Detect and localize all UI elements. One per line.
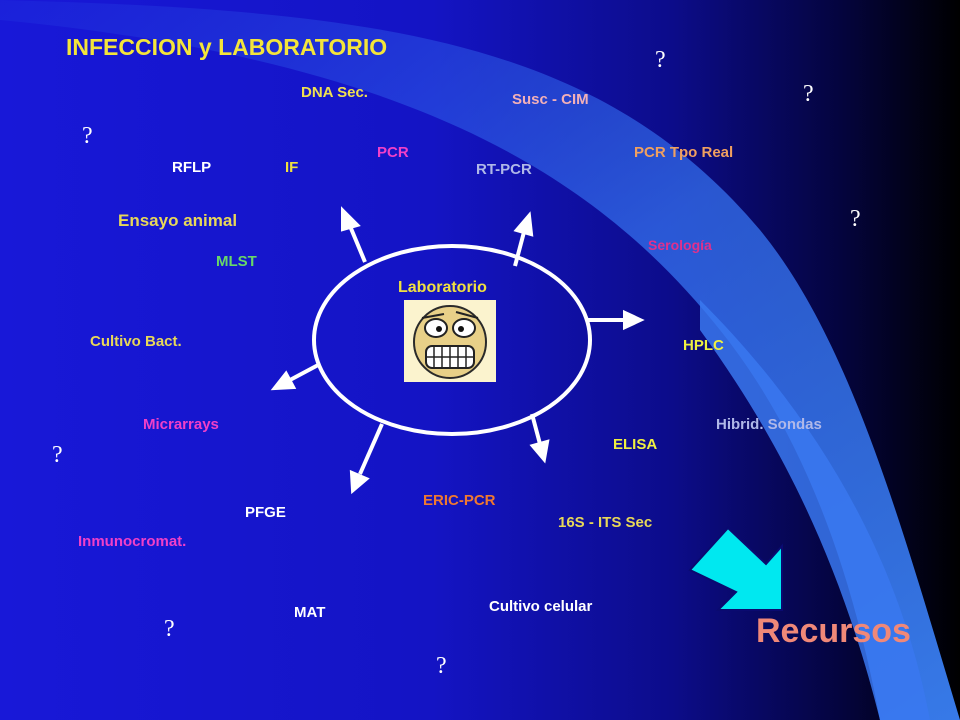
technique-label: RFLP (172, 159, 212, 176)
question-mark: ? (82, 123, 93, 149)
technique-label: Hibrid. Sondas (716, 416, 822, 433)
question-mark: ? (655, 47, 666, 73)
technique-label: Susc - CIM (512, 91, 589, 108)
technique-label: MAT (294, 604, 326, 621)
technique-label: PCR Tpo Real (634, 144, 734, 161)
technique-label: Cultivo Bact. (90, 333, 182, 350)
technique-label: PFGE (245, 504, 286, 521)
technique-label: Micrarrays (143, 416, 219, 433)
technique-label: Inmunocromat. (78, 533, 187, 550)
question-mark: ? (52, 442, 63, 468)
center-label: Laboratorio (398, 279, 487, 296)
technique-label: Cultivo celular (489, 598, 593, 615)
technique-label: ELISA (613, 436, 658, 453)
radiating-arrows (270, 206, 645, 495)
slide-title: INFECCION y LABORATORIO (66, 34, 388, 60)
technique-label: IF (285, 159, 299, 176)
resources-arrow-icon (688, 526, 783, 611)
question-mark: ? (164, 616, 175, 642)
technique-label: Ensayo animal (118, 211, 238, 230)
technique-label: PCR (377, 144, 409, 161)
technique-label: DNA Sec. (301, 84, 368, 101)
question-mark: ? (436, 653, 447, 679)
question-mark: ? (850, 206, 861, 232)
technique-label: Serología (648, 237, 712, 253)
question-mark: ? (803, 81, 814, 107)
laboratory-ellipse (312, 244, 592, 436)
technique-label: ERIC-PCR (423, 492, 496, 509)
resources-label: Recursos (756, 612, 911, 650)
worried-face-icon (404, 300, 496, 382)
technique-label: RT-PCR (476, 161, 532, 178)
technique-label: 16S - ITS Sec (558, 514, 653, 531)
technique-label: MLST (216, 253, 257, 270)
technique-label: HPLC (683, 337, 724, 354)
